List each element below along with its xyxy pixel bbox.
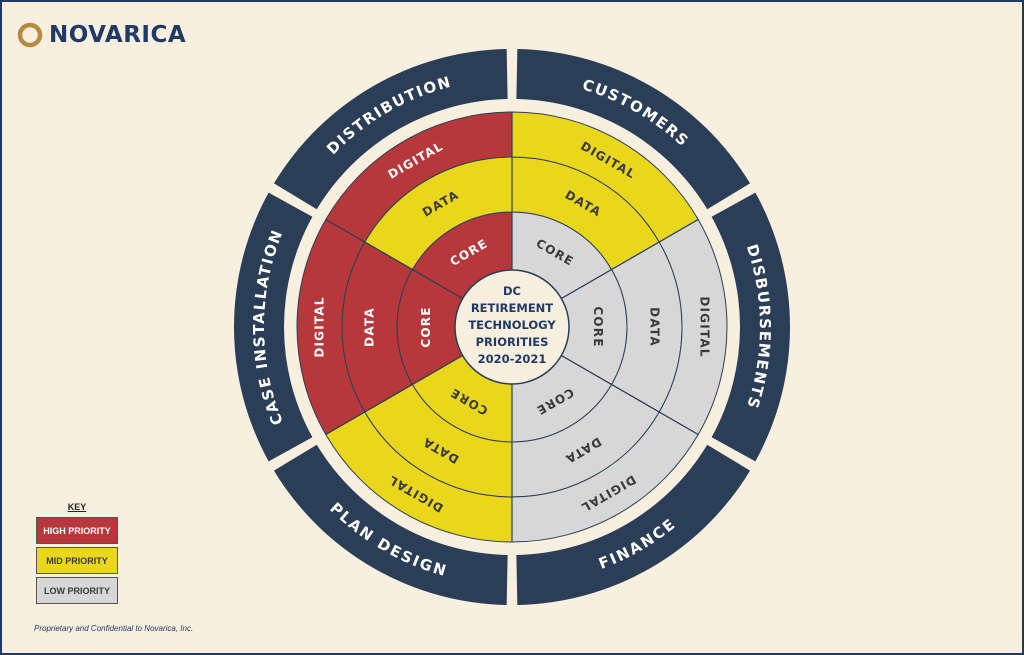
key-mid-priority: MID PRIORITY	[36, 547, 118, 574]
ring-segment-disbursements	[711, 192, 791, 462]
key-mid-label: MID PRIORITY	[46, 555, 108, 566]
ring-segment-finance	[516, 444, 751, 605]
ring-segment-case-installation	[233, 192, 313, 462]
disbursements-core-label: CORE	[591, 306, 605, 347]
center-line-3: TECHNOLOGY	[468, 318, 556, 332]
case-installation-digital-label: DIGITAL	[313, 296, 327, 357]
key-low-label: LOW PRIORITY	[44, 585, 110, 596]
center-circle	[454, 269, 570, 385]
case-installation-core-label: CORE	[419, 306, 433, 347]
disbursements-digital-label: DIGITAL	[698, 296, 712, 357]
ring-segment-distribution	[273, 49, 508, 210]
key-high-priority: HIGH PRIORITY	[36, 517, 118, 544]
sector-divider	[561, 354, 699, 436]
key-low-priority: LOW PRIORITY	[36, 577, 118, 604]
priority-sectors	[296, 111, 728, 543]
sector-divider	[325, 354, 463, 436]
center-line-2: RETIREMENT	[471, 301, 553, 315]
center-line-1: DC	[503, 284, 521, 298]
outer-ring	[233, 49, 791, 605]
key-high-label: HIGH PRIORITY	[43, 525, 111, 536]
case-installation-data-label: DATA	[363, 307, 377, 347]
key-title: KEY	[67, 502, 87, 512]
center-line-5: 2020-2021	[478, 352, 547, 366]
center-hub: DC RETIREMENT TECHNOLOGY PRIORITIES 2020…	[454, 269, 570, 385]
center-line-4: PRIORITIES	[476, 335, 549, 349]
ring-segment-plan-design	[273, 444, 508, 605]
divider-lines	[325, 112, 699, 542]
novarica-logo-mark-icon	[17, 22, 43, 48]
brand-name: NOVARICA	[49, 22, 187, 48]
disbursements-data-label: DATA	[648, 307, 662, 347]
sector-divider	[325, 218, 463, 300]
novarica-logo: NOVARICA	[17, 22, 186, 48]
sector-divider	[561, 218, 699, 300]
confidentiality-footer: Proprietary and Confidential to Novarica…	[34, 624, 194, 633]
priority-key: KEY HIGH PRIORITY MID PRIORITY LOW PRIOR…	[36, 502, 118, 607]
ring-segment-customers	[516, 49, 751, 210]
